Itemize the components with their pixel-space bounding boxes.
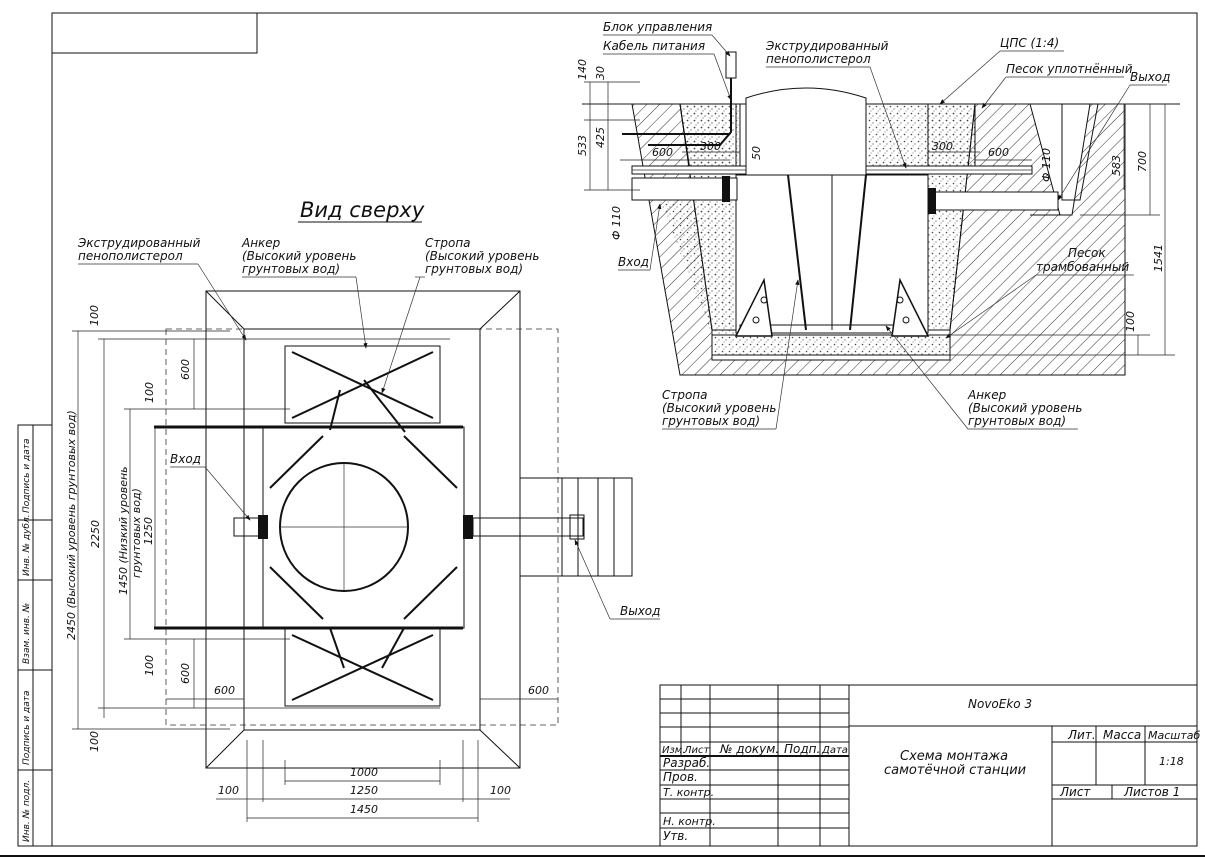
- sec-anchor-1: Анкер: [967, 388, 1007, 402]
- title-block: NovoEko 3 Схема монтажа самотёчной станц…: [659, 684, 1200, 847]
- tv-d100-lower: 100: [143, 655, 156, 676]
- stamp-sign-date-1: Подпись и дата: [22, 438, 32, 513]
- sec-anchor-2: (Высокий уровень: [968, 401, 1082, 415]
- tb-col-doc: № докум.: [719, 742, 779, 756]
- tb-lit: Лит.: [1067, 728, 1096, 742]
- sec-d1541: 1541: [1152, 244, 1165, 272]
- tb-project: NovoEko 3: [968, 697, 1032, 711]
- tb-col-sign: Подп.: [784, 742, 820, 756]
- tb-razrab: Разраб.: [663, 756, 710, 770]
- sec-d100: 100: [1124, 311, 1137, 332]
- tv-d100-br: 100: [490, 784, 511, 797]
- inlet-pipe: [631, 177, 738, 201]
- tv-d600-upper: 600: [179, 359, 192, 380]
- tv-d600-right: 600: [528, 684, 549, 697]
- tv-d1450: 1450: [350, 803, 378, 816]
- tv-d2250: 2250: [89, 520, 102, 548]
- tb-col-list: Лист: [683, 745, 711, 756]
- tb-title-2: самотёчной станции: [884, 763, 1026, 778]
- tv-eps-label-2: пенополистерол: [78, 249, 183, 263]
- tv-inlet-label: Вход: [170, 452, 201, 466]
- top-view: Вид сверху: [65, 198, 660, 822]
- sec-eps-1: Экструдированный: [765, 39, 889, 53]
- stamp-sign-date-2: Подпись и дата: [22, 690, 32, 765]
- tb-tkontr: Т. контр.: [663, 786, 714, 799]
- tb-massa: Масса: [1103, 728, 1141, 742]
- sec-d140: 140: [576, 59, 589, 80]
- station-body: [262, 426, 465, 629]
- tb-scale: 1:18: [1159, 755, 1184, 768]
- tv-d2450: 2450 (Высокий уровень грунтовых вод): [65, 410, 78, 640]
- anchor-plate-top: [284, 345, 441, 424]
- tv-anchor-label-1: Анкер: [241, 236, 281, 250]
- sec-d50: 50: [750, 146, 763, 160]
- tb-sheet: Лист: [1059, 785, 1091, 799]
- sec-sling-1: Стропа: [662, 388, 708, 402]
- sec-phi110-right: Ф 110: [1040, 148, 1053, 182]
- tv-d100-upper: 100: [143, 382, 156, 403]
- tv-d1450-vert-2: грунтовых вод): [130, 488, 143, 578]
- tb-sheets: Листов 1: [1123, 785, 1180, 799]
- sec-outlet: Выход: [1130, 70, 1170, 84]
- tv-outlet-label: Выход: [620, 604, 660, 618]
- tv-sling-label-3: грунтовых вод): [425, 262, 523, 276]
- sec-d425: 425: [594, 127, 607, 148]
- tb-prov: Пров.: [663, 770, 698, 784]
- tv-anchor-label-3: грунтовых вод): [242, 262, 340, 276]
- sec-d583: 583: [1110, 155, 1123, 176]
- station-lid: [745, 87, 867, 176]
- stamp-inv-dubl: Инв. № дубл.: [22, 514, 32, 576]
- tv-d100-top: 100: [88, 305, 101, 326]
- tb-col-date: Дата: [821, 745, 848, 756]
- sec-anchor-3: грунтовых вод): [968, 414, 1066, 428]
- top-view-title: Вид сверху: [300, 198, 425, 222]
- sec-sand-rammed-1: Песок: [1068, 246, 1106, 260]
- sec-d533: 533: [576, 135, 589, 156]
- tv-d1000: 1000: [350, 766, 378, 779]
- sec-d600b: 600: [988, 146, 1009, 159]
- stamp-inv-podl: Инв. № подл.: [22, 780, 32, 842]
- tb-title-1: Схема монтажа: [900, 749, 1008, 764]
- sec-sling-2: (Высокий уровень: [662, 401, 776, 415]
- stamp-vzam-inv: Взам. инв. №: [22, 603, 32, 664]
- tv-sling-label-1: Стропа: [425, 236, 471, 250]
- sec-d300a: 300: [700, 140, 721, 153]
- tb-nkontr: Н. контр.: [663, 815, 716, 828]
- tv-eps-label-1: Экструдированный: [77, 236, 201, 250]
- tv-d1450-vert-1: 1450 (Низкий уровень: [117, 466, 130, 595]
- outlet-pipe: [472, 517, 584, 537]
- sec-cps: ЦПС (1:4): [1000, 36, 1059, 50]
- sec-control-block: Блок управления: [603, 20, 712, 34]
- sec-power-cable: Кабель питания: [603, 39, 705, 53]
- tb-scale-label: Масштаб: [1148, 729, 1200, 742]
- tv-d100-bottom: 100: [88, 731, 101, 752]
- sec-sand-compact: Песок уплотнённый: [1006, 62, 1133, 76]
- tb-col-izm: Изм.: [662, 745, 686, 756]
- sec-d30: 30: [594, 66, 607, 80]
- sec-inlet: Вход: [618, 255, 649, 269]
- tv-d100-bl: 100: [218, 784, 239, 797]
- sec-sand-rammed-2: трамбованный: [1036, 260, 1129, 274]
- tv-d600-left: 600: [214, 684, 235, 697]
- tv-anchor-label-2: (Высокий уровень: [242, 249, 356, 263]
- sec-eps-2: пенополистерол: [766, 52, 871, 66]
- sec-d300b: 300: [932, 140, 953, 153]
- sec-d700: 700: [1136, 151, 1149, 172]
- sec-phi110-left: Ф 110: [610, 206, 623, 240]
- side-stamp: Подпись и дата Инв. № дубл. Взам. инв. №…: [17, 424, 53, 847]
- sec-d600a: 600: [652, 146, 673, 159]
- outlet-pipe-section: [927, 191, 1059, 211]
- tv-sling-label-2: (Высокий уровень: [425, 249, 539, 263]
- control-block: [725, 51, 737, 79]
- tb-utv: Утв.: [663, 829, 688, 843]
- tv-d1250-vert: 1250: [142, 517, 155, 545]
- tv-d600-lower: 600: [179, 663, 192, 684]
- sec-sling-3: грунтовых вод): [662, 414, 760, 428]
- tv-d1250: 1250: [350, 784, 378, 797]
- section-view: Блок управления Кабель питания Экструдир…: [576, 20, 1180, 430]
